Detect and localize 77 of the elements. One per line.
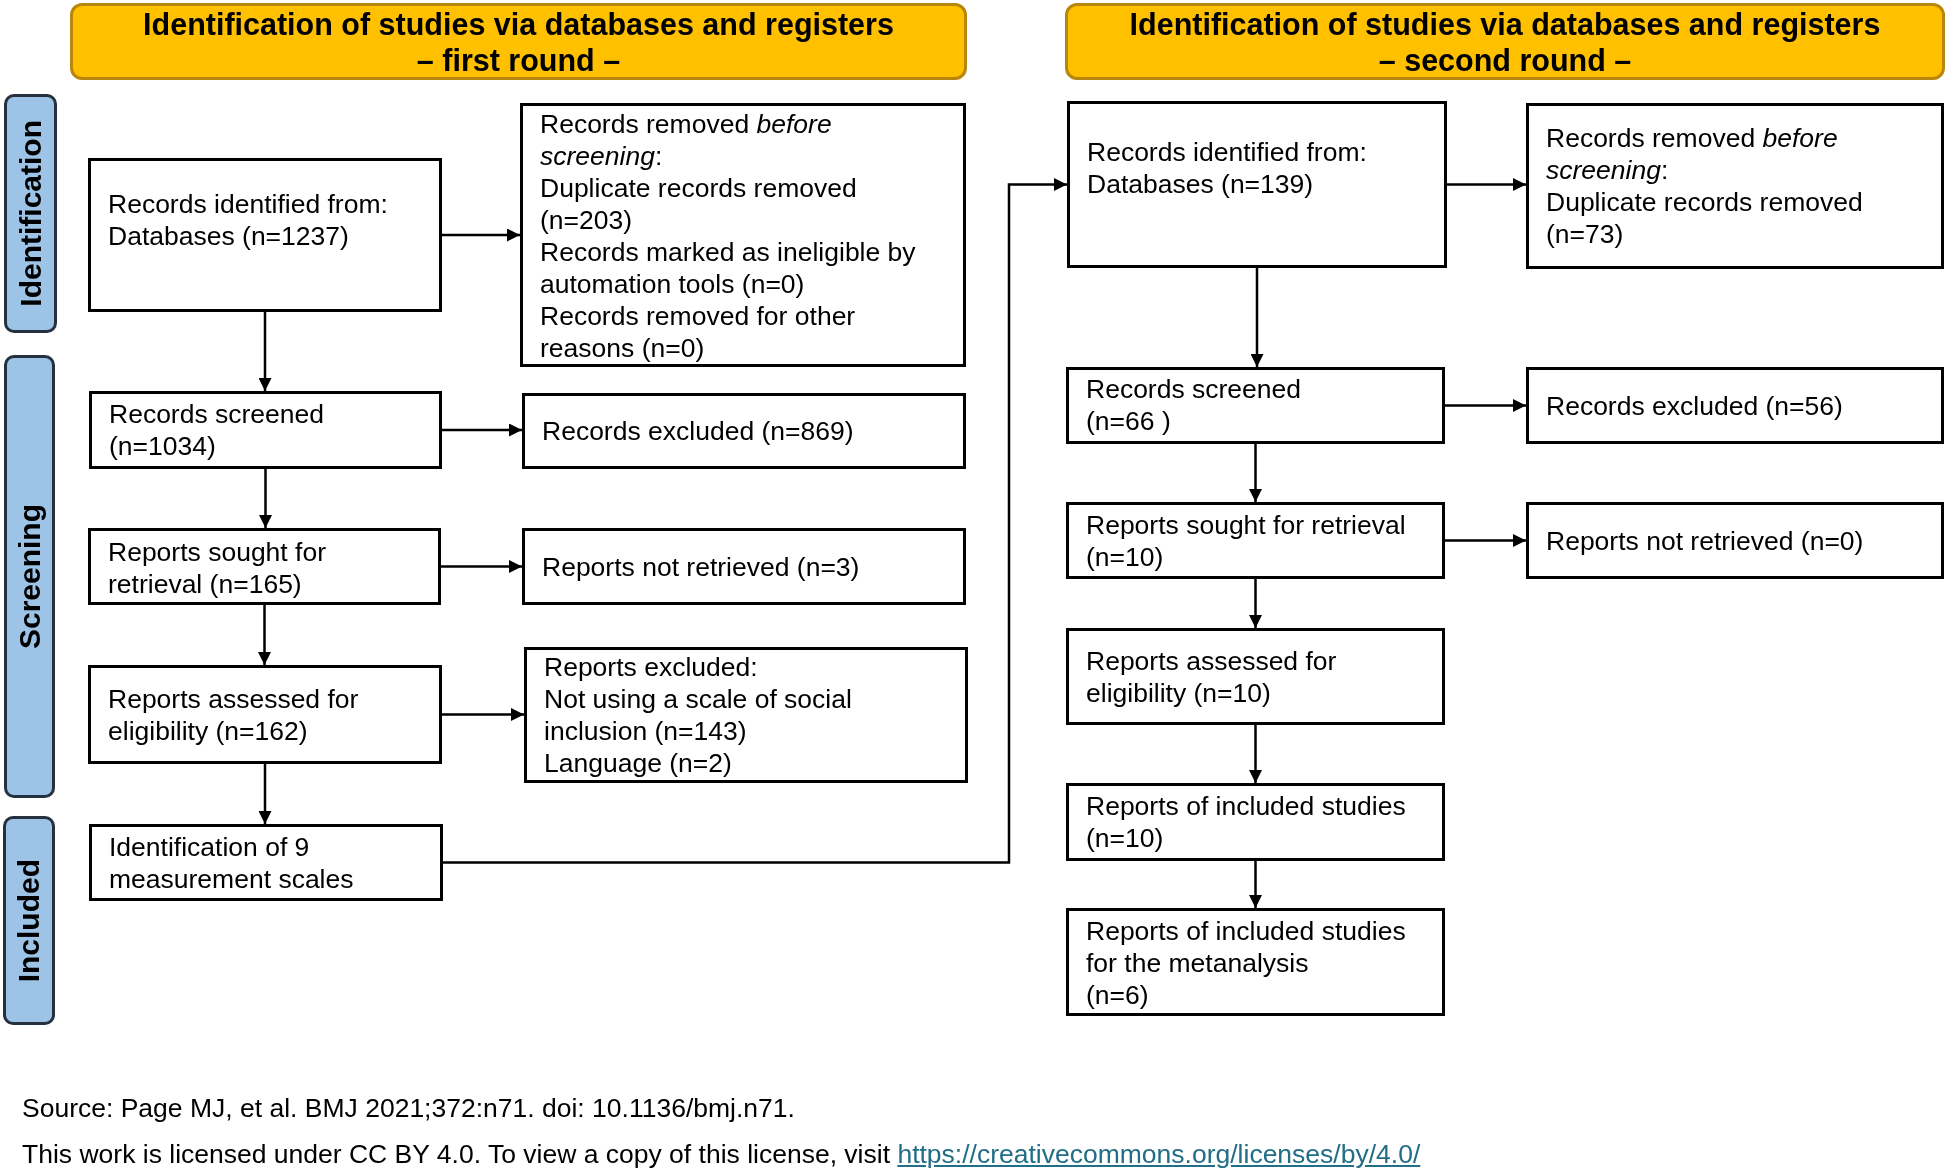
- box-text: Reports of included studies for the metanalysis: [1086, 915, 1407, 979]
- stage-band: [3, 816, 55, 1025]
- box-text: Records removed for other reasons (n=0): [540, 300, 857, 364]
- header-banner: [1065, 3, 1945, 80]
- stage-label: Included: [12, 858, 46, 983]
- process-box: [88, 665, 442, 764]
- box-text: Reports of included studies (n=10): [1086, 790, 1407, 854]
- box-text: Databases (n=1237): [108, 220, 350, 252]
- box-text: Duplicate records removed (n=73): [1546, 186, 1864, 250]
- box-text: Records removed before screening:: [540, 108, 833, 172]
- box-text: Not using a scale of social inclusion (n=143): [544, 683, 853, 747]
- stage-band: [4, 355, 55, 798]
- box-text: Reports not retrieved (n=3): [542, 550, 861, 583]
- arrow: [442, 228, 520, 242]
- box-text: Records excluded (n=869): [542, 415, 855, 447]
- arrow: [1445, 399, 1526, 412]
- arrow: [258, 764, 272, 824]
- arrow: [258, 605, 271, 665]
- box-text: Language (n=2): [544, 747, 733, 779]
- process-box: [1066, 783, 1445, 861]
- process-box: [1526, 367, 1944, 444]
- arrow: [259, 469, 272, 528]
- source-citation: Source: Page MJ, et al. BMJ 2021;372:n71. doi: 10.1136/bmj.n71.: [22, 1093, 795, 1124]
- box-text: Databases (n=139): [1087, 168, 1315, 200]
- license-note: This work is licensed under CC BY 4.0. To view a copy of this license, visit https://creativecommons.org/licenses/by/4.0/: [22, 1139, 1421, 1170]
- arrow: [1445, 534, 1526, 547]
- arrow: [1250, 268, 1264, 367]
- box-text: Reports sought for retrieval (n=165): [108, 536, 327, 600]
- process-box: [1526, 103, 1944, 269]
- box-text: Records marked as ineligible by automation tools (n=0): [540, 236, 917, 300]
- process-box: [89, 824, 443, 901]
- box-text: Records removed before screening:: [1546, 122, 1839, 186]
- box-text: Records excluded (n=56): [1546, 389, 1844, 422]
- arrow: [258, 312, 272, 391]
- process-box: [1526, 502, 1944, 579]
- box-text: Reports sought for retrieval (n=10): [1086, 509, 1407, 573]
- box-text: Records screened (n=1034): [109, 398, 326, 462]
- process-box: [1067, 101, 1447, 268]
- process-box: [88, 528, 441, 605]
- arrow: [441, 560, 522, 573]
- banner-subtitle: – second round –: [1378, 41, 1632, 78]
- process-box: [1066, 908, 1445, 1016]
- arrow: [1249, 579, 1262, 628]
- process-box: [522, 393, 966, 469]
- process-box: [524, 647, 968, 783]
- arrow: [1249, 725, 1262, 783]
- arrow: [443, 178, 1067, 864]
- box-text: Reports assessed for eligibility (n=162): [108, 682, 360, 747]
- process-box: [1066, 628, 1445, 725]
- process-box: [89, 391, 442, 469]
- box-text: Identification of 9 measurement scales: [109, 830, 355, 895]
- process-box: [1066, 367, 1445, 444]
- process-box: [1066, 502, 1445, 579]
- banner-title: Identification of studies via databases and registers: [1129, 5, 1881, 42]
- license-link: https://creativecommons.org/licenses/by/4.0/: [897, 1139, 1421, 1169]
- banner-title: Identification of studies via databases and registers: [143, 5, 894, 42]
- arrow: [1447, 178, 1526, 191]
- arrow: [1249, 861, 1262, 908]
- box-text: Records identified from:: [1087, 136, 1368, 168]
- stage-band: [4, 94, 57, 333]
- banner-subtitle: – first round –: [416, 41, 621, 78]
- arrow: [442, 423, 522, 437]
- arrow: [442, 708, 524, 721]
- box-text: Records identified from:: [108, 188, 389, 220]
- box-text: Reports not retrieved (n=0): [1546, 524, 1865, 557]
- box-text: Duplicate records removed (n=203): [540, 172, 858, 236]
- stage-label: Screening: [12, 503, 47, 650]
- box-text: Reports assessed for eligibility (n=10): [1086, 644, 1338, 709]
- box-text: Reports excluded:: [544, 651, 759, 683]
- process-box: [520, 103, 966, 367]
- stage-label: Identification: [13, 120, 48, 307]
- box-text: (n=6): [1086, 979, 1150, 1011]
- arrow: [1249, 444, 1262, 502]
- header-banner: [70, 3, 967, 80]
- process-box: [88, 158, 442, 312]
- box-text: Records screened (n=66 ): [1086, 373, 1303, 437]
- process-box: [522, 528, 966, 605]
